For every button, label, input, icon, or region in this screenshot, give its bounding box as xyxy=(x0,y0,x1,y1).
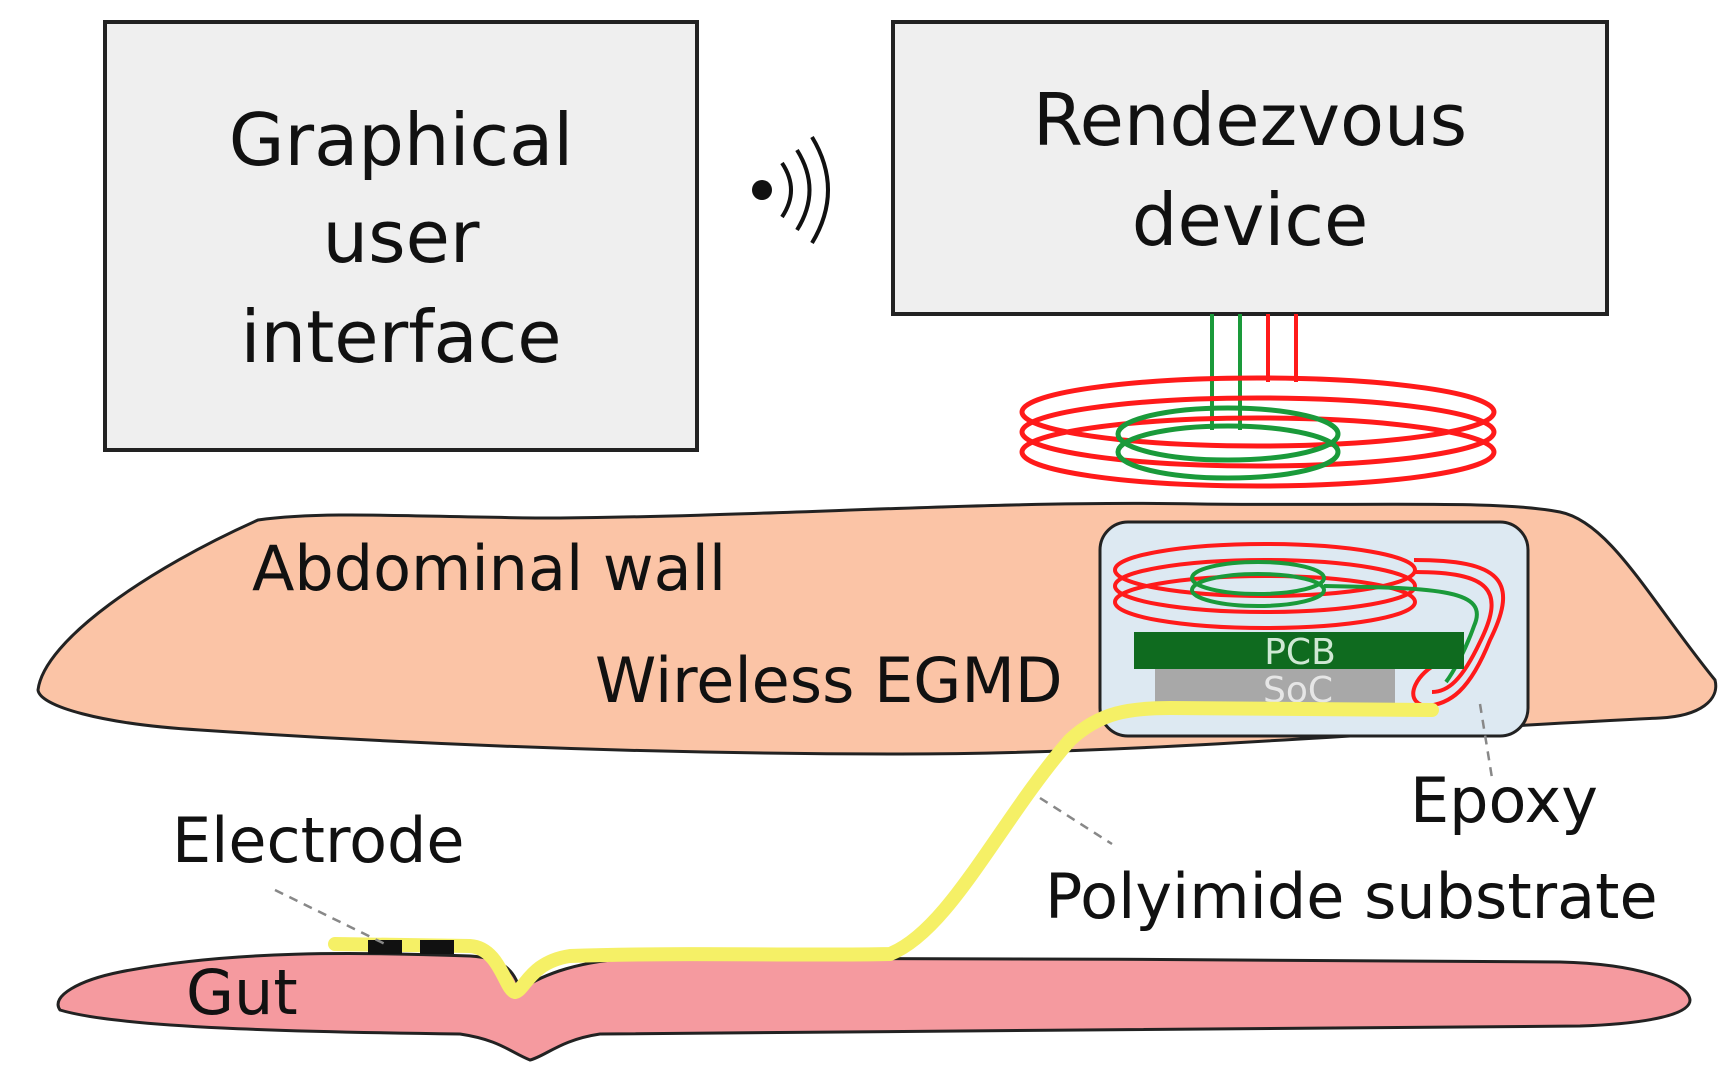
epoxy-label: Epoxy xyxy=(1410,764,1598,837)
rendezvous-box-frame xyxy=(891,20,1609,316)
electrode-leader xyxy=(274,888,386,946)
rendezvous-box-line-2: device xyxy=(1132,178,1369,262)
polyimide-substrate-trace xyxy=(328,701,1439,999)
gui-box-line-3: interface xyxy=(240,295,561,379)
gui-box-frame xyxy=(103,20,699,452)
implant-red-lead-loop-2 xyxy=(1413,570,1494,694)
pcb-label: PCB xyxy=(1264,632,1336,673)
secondary-coil-turn-2 xyxy=(1115,423,1341,481)
wireless-signal-icon xyxy=(752,135,830,245)
wireless-arc-1 xyxy=(780,161,793,219)
implant-inner-coil-2 xyxy=(1190,572,1326,608)
gui-box: Graphical user interface xyxy=(103,20,699,452)
epoxy-leader xyxy=(1478,703,1494,779)
polyimide-substrate-label: Polyimide substrate xyxy=(1045,860,1658,933)
primary-coil-turn-2 xyxy=(1019,395,1497,469)
gui-box-line-2: user xyxy=(322,195,479,279)
rendezvous-box: Rendezvous device xyxy=(891,20,1609,316)
implant-coil-turn-1 xyxy=(1113,542,1417,598)
wireless-dot xyxy=(752,180,772,200)
pcb-board xyxy=(1134,632,1464,669)
abdominal-wall-label: Abdominal wall xyxy=(252,532,726,605)
implant-coil-turn-2 xyxy=(1113,558,1417,614)
implant-inner-coil-1 xyxy=(1190,560,1326,596)
wireless-arc-2 xyxy=(795,148,812,232)
electrode-pad-2 xyxy=(420,940,454,954)
primary-coil-turn-1 xyxy=(1019,375,1497,449)
external-secondary-coil xyxy=(1115,405,1341,481)
implant-secondary-coil xyxy=(1190,560,1326,608)
external-primary-coil xyxy=(1019,375,1497,489)
gui-box-line-1: Graphical xyxy=(229,98,574,182)
polyimide-leader xyxy=(1039,796,1113,846)
wireless-egmd-label: Wireless EGMD xyxy=(595,644,1063,717)
soc-chip xyxy=(1155,669,1395,705)
rendezvous-box-line-1: Rendezvous xyxy=(1033,78,1467,162)
electrode-pad-1 xyxy=(368,940,402,954)
implant-red-lead-loop xyxy=(1411,558,1506,709)
wireless-arc-3 xyxy=(810,135,830,245)
gut-label: Gut xyxy=(186,956,298,1029)
leader-lines xyxy=(274,703,1494,946)
primary-coil-turn-3 xyxy=(1019,415,1497,489)
secondary-coil-turn-1 xyxy=(1115,405,1341,463)
gut-shape xyxy=(56,951,1692,1062)
electrode-label: Electrode xyxy=(172,804,465,877)
